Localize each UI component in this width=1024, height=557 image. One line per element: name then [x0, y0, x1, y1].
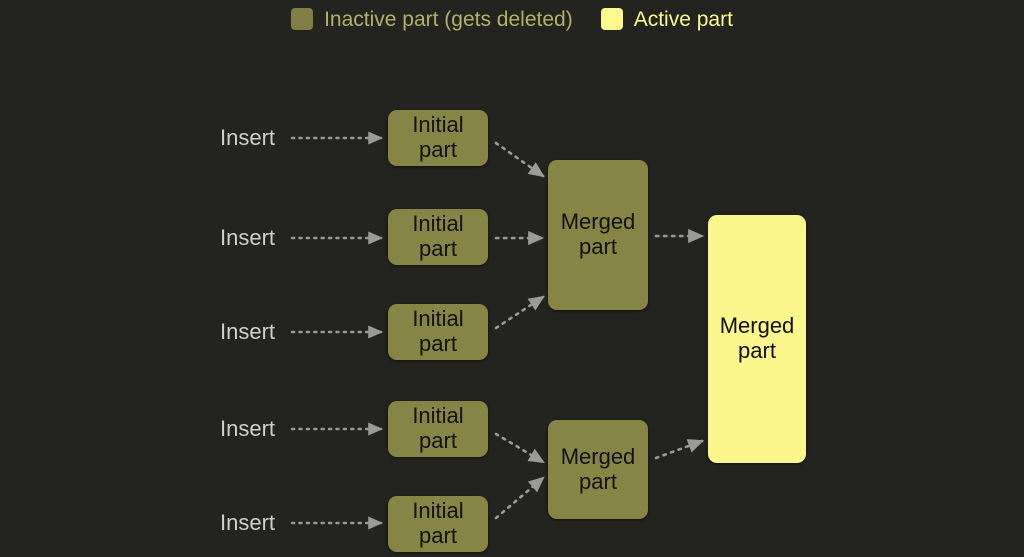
edge-initial5-to-merged-bottom [494, 476, 545, 520]
initial-part-node-5[interactable]: Initial part [388, 496, 488, 552]
initial-part-node-2[interactable]: Initial part [388, 209, 488, 265]
edge-merged-bottom-to-active [654, 439, 705, 460]
legend-item-inactive: Inactive part (gets deleted) [291, 8, 573, 30]
insert-label-3: Insert [220, 319, 276, 344]
insert-label-2: Insert [220, 225, 276, 250]
active-merged-part-node[interactable]: Merged part [708, 215, 806, 463]
initial-part-node-3[interactable]: Initial part [388, 304, 488, 360]
insert-label-5: Insert [220, 510, 276, 535]
active-swatch-icon [600, 8, 623, 30]
insert-label-4: Insert [220, 416, 276, 441]
edge-initial1-to-merged-top [494, 141, 545, 178]
edge-initial4-to-merged-bottom [494, 432, 545, 464]
merged-part-node-bottom[interactable]: Merged part [548, 420, 648, 519]
edge-initial3-to-merged-top [494, 295, 545, 330]
insert-label-1: Insert [220, 125, 276, 150]
initial-part-node-1[interactable]: Initial part [388, 110, 488, 166]
initial-part-node-4[interactable]: Initial part [388, 401, 488, 457]
merged-part-node-top[interactable]: Merged part [548, 160, 648, 310]
legend-label-inactive: Inactive part (gets deleted) [324, 7, 573, 31]
inactive-swatch-icon [291, 8, 314, 30]
legend: Inactive part (gets deleted) Active part [0, 8, 1024, 30]
legend-item-active: Active part [600, 7, 733, 31]
legend-label-active: Active part [633, 7, 733, 31]
